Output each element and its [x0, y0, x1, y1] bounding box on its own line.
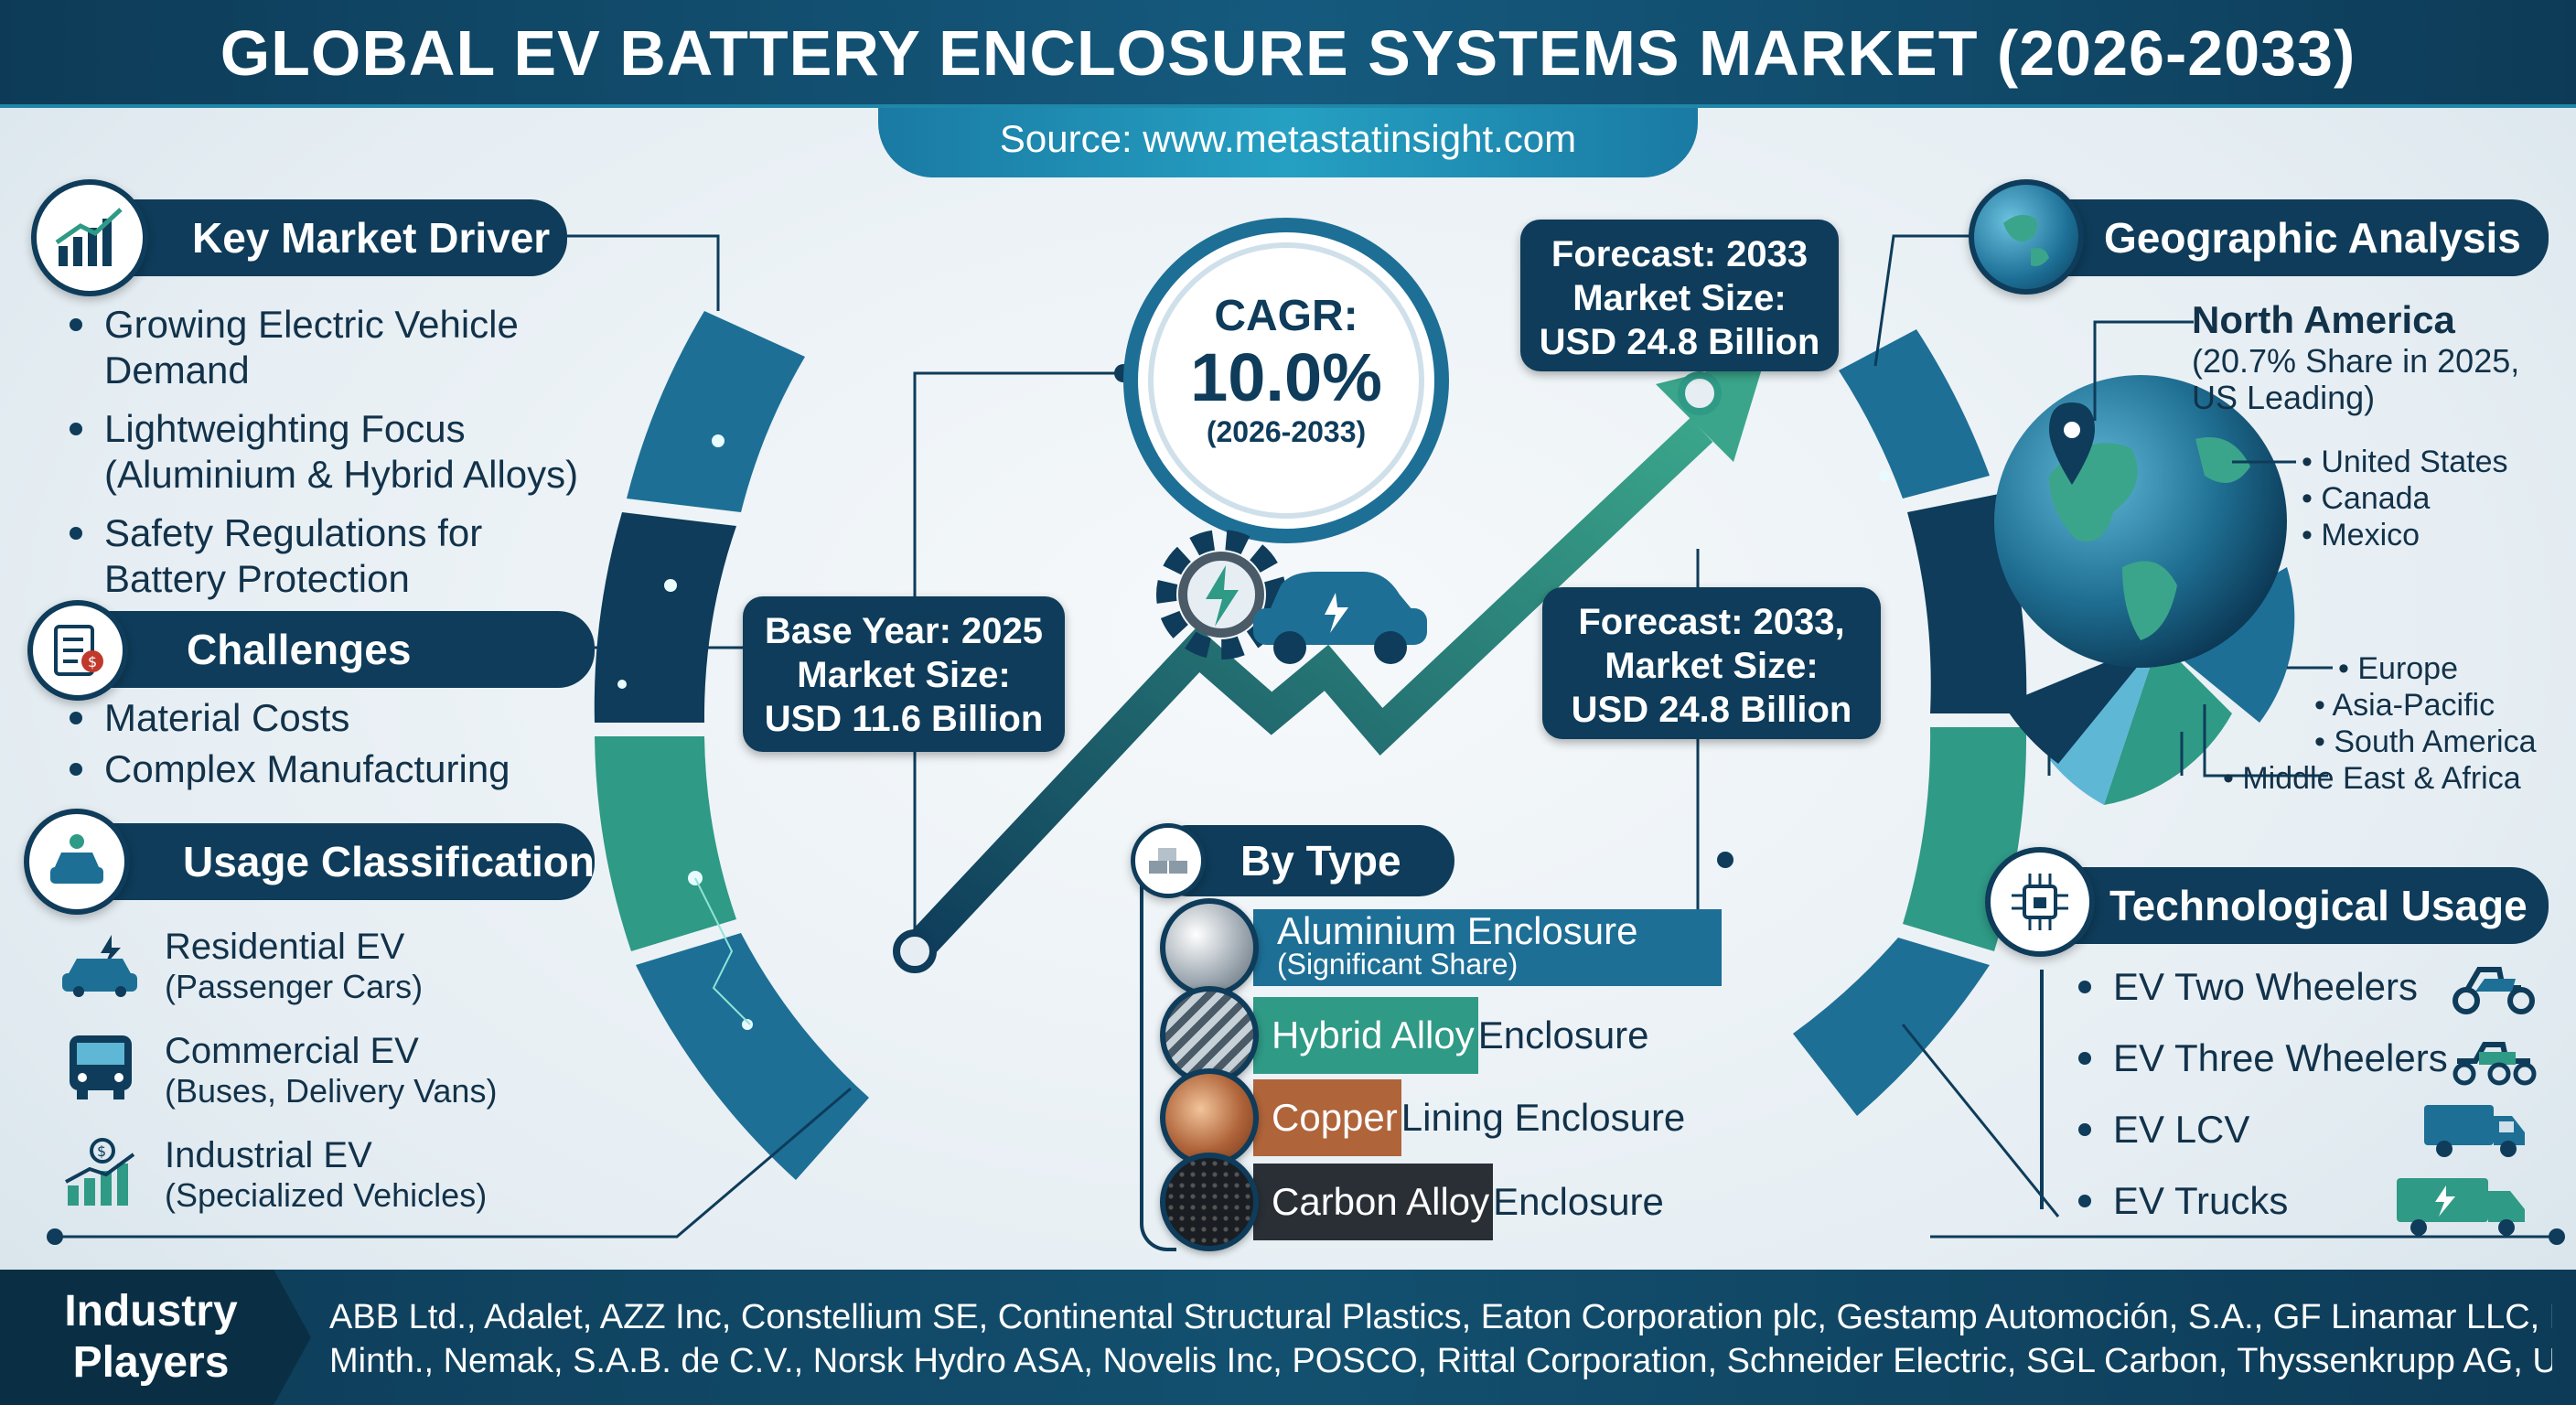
gear-car-icon — [1156, 530, 1427, 664]
svg-text:$: $ — [88, 653, 97, 670]
source-text: Source: www.metastatinsight.com — [999, 117, 1577, 160]
three-wheeler-icon — [2448, 1024, 2539, 1093]
players-line: Minth., Nemak, S.A.B. de C.V., Norsk Hyd… — [329, 1342, 2552, 1380]
na-title: North America — [2192, 298, 2455, 341]
type-bar-copper: Copper Lining Enclosure — [1253, 1079, 1729, 1156]
usage-title: Residential EV — [165, 927, 405, 967]
list-item: Lightweighting Focus (Aluminium & Hybrid… — [70, 406, 617, 498]
title-bar — [0, 0, 2576, 108]
country-label: • Canada — [2302, 481, 2431, 516]
list-item: Safety Regulations for Battery Protectio… — [70, 510, 580, 602]
box-line: Forecast: 2033 — [1551, 234, 1809, 274]
usage-heading: Usage Classification — [46, 823, 595, 900]
type-bar-aluminium: Aluminium Enclosure (Significant Share) — [1253, 909, 1722, 986]
base-year-box: Base Year: 2025 Market Size: USD 11.6 Bi… — [743, 596, 1065, 752]
chip-icon — [1985, 847, 2095, 957]
car-icon — [59, 933, 141, 1002]
type-label: Copper — [1253, 1079, 1401, 1156]
type-bar-hybrid: Hybrid Alloy Enclosure — [1253, 997, 1747, 1074]
carbon-alloy-icon — [1160, 1153, 1259, 1251]
type-label: Hybrid Alloy — [1253, 997, 1478, 1074]
box-line: USD 24.8 Billion — [1571, 690, 1852, 730]
box-line: USD 24.8 Billion — [1539, 322, 1820, 362]
type-rest: Enclosure — [1477, 1014, 1649, 1056]
box-line: Market Size: — [1572, 278, 1787, 318]
growth-chart-icon — [31, 179, 148, 296]
usage-sub: (Specialized Vehicles) — [165, 1176, 488, 1214]
players-label-bg — [0, 1270, 311, 1405]
region-label: • Europe — [2338, 651, 2458, 686]
bus-icon — [64, 1032, 137, 1106]
industrial-chart-icon: $ — [62, 1138, 139, 1212]
box-line: USD 11.6 Billion — [764, 699, 1044, 739]
van-icon — [2420, 1096, 2530, 1164]
region-label: • South America — [2314, 724, 2537, 759]
type-bar-carbon: Carbon Alloy Enclosure — [1253, 1164, 1729, 1240]
usage-title: Commercial EV — [165, 1031, 419, 1071]
region-label: • Middle East & Africa — [2223, 761, 2521, 796]
globe-icon — [1994, 375, 2295, 805]
country-label: • United States — [2302, 445, 2508, 479]
na-lead: US Leading) — [2192, 379, 2376, 416]
type-sub: (Significant Share) — [1277, 948, 1519, 981]
truck-icon — [2393, 1171, 2530, 1243]
list-item: EV Two Wheelers — [2077, 965, 2419, 1008]
usage-sub: (Buses, Delivery Vans) — [165, 1072, 498, 1110]
list-item: EV Three Wheelers — [2078, 1036, 2448, 1079]
challenges-heading: Challenges — [49, 611, 595, 688]
source-bar — [878, 108, 1698, 177]
box-line: Base Year: 2025 — [765, 611, 1043, 651]
country-label: • Mexico — [2302, 518, 2420, 552]
left-arc — [594, 311, 869, 1180]
forecast-top-box: Forecast: 2033 Market Size: USD 24.8 Bil… — [1520, 220, 1839, 371]
players-line: ABB Ltd., Adalet, AZZ Inc, Constellium S… — [329, 1298, 2552, 1336]
type-rest: Enclosure — [1493, 1180, 1664, 1223]
na-share: (20.7% Share in 2025, — [2192, 342, 2520, 380]
scooter-icon — [2448, 951, 2539, 1020]
type-label: Aluminium Enclosure — [1277, 909, 1638, 952]
box-line: Market Size: — [1605, 646, 1819, 686]
type-rest: Lining Enclosure — [1401, 1096, 1686, 1139]
cagr-value: 10.0% — [1190, 339, 1382, 415]
ev-station-icon — [24, 809, 130, 915]
usage-title: Industrial EV — [165, 1135, 372, 1175]
svg-text:$: $ — [97, 1142, 106, 1160]
tech-heading: Technological Usage — [2027, 867, 2549, 944]
cagr-label: CAGR: — [1214, 292, 1358, 340]
type-label: Carbon Alloy — [1253, 1164, 1494, 1240]
box-line: Market Size: — [797, 655, 1011, 695]
usage-sub: (Passenger Cars) — [165, 968, 424, 1005]
copper-icon — [1160, 1068, 1259, 1167]
list-item: Material Costs — [70, 695, 580, 741]
region-label: • Asia-Pacific — [2314, 688, 2496, 723]
players-list: ABB Ltd., Adalet, AZZ Inc, Constellium S… — [329, 1295, 2552, 1383]
metal-bars-icon — [1131, 823, 1206, 898]
tech-bracket — [2040, 970, 2044, 1209]
box-line: Forecast: 2033, — [1578, 602, 1845, 642]
list-item: EV Trucks — [2077, 1179, 2289, 1222]
page-title: GLOBAL EV BATTERY ENCLOSURE SYSTEMS MARK… — [220, 17, 2356, 89]
list-item: EV LCV — [2077, 1108, 2250, 1151]
globe-small-icon — [1969, 179, 2084, 295]
checklist-icon: $ — [27, 600, 128, 701]
aluminium-icon — [1160, 898, 1259, 997]
footer-bar — [0, 1270, 2576, 1405]
list-item: Complex Manufacturing — [70, 746, 617, 792]
list-item: Growing Electric Vehicle Demand — [70, 302, 580, 393]
cagr-period: (2026-2033) — [1206, 415, 1367, 448]
forecast-mid-box: Forecast: 2033, Market Size: USD 24.8 Bi… — [1542, 587, 1881, 739]
geo-heading: Geographic Analysis — [2027, 199, 2549, 276]
